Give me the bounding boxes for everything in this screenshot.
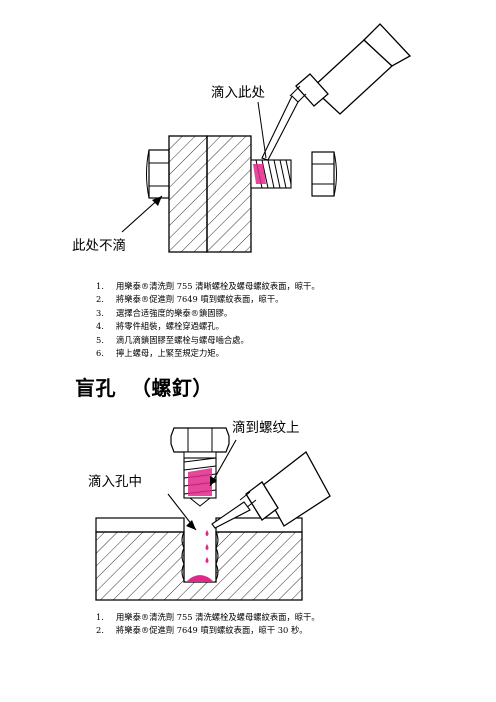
blind-hole-diagram: 滴到螺纹上 滴入孔中 xyxy=(88,419,331,601)
list-item: 4.將零件組裝，螺栓穿過螺孔。 xyxy=(96,321,224,332)
through-bolt-diagram: 滴入此处 此处不滴 xyxy=(72,23,412,254)
steps-list-2: 1.用樂泰®清洗劑 755 清洗螺栓及螺母螺紋表面，晾干。 2.將樂泰®促進劑 … xyxy=(96,611,320,638)
label-drop-in-hole: 滴入孔中 xyxy=(88,473,142,490)
list-item: 2.將樂泰®促進劑 7649 噴到螺紋表面，晾干。 xyxy=(96,294,284,305)
section-heading: 盲孔 （螺釘） xyxy=(75,376,213,400)
clamped-plates xyxy=(168,135,252,253)
adhesive-bottle-1 xyxy=(261,23,412,161)
list-item: 1.用樂泰®清洗劑 755 清洗螺栓及螺母螺紋表面，晾干。 xyxy=(96,612,320,622)
workpiece-blind-hole xyxy=(95,517,303,601)
list-item: 2.將樂泰®促進劑 7649 噴到螺紋表面，晾干 30 秒。 xyxy=(96,625,308,636)
bolt-head-1 xyxy=(146,149,170,199)
screw-head xyxy=(170,427,230,459)
label-drop-on-thread: 滴到螺纹上 xyxy=(232,419,300,436)
list-item: 5.滴几滴鎖固膠至螺栓与螺母嚙合處。 xyxy=(96,334,249,345)
label-drop-here: 滴入此处 xyxy=(211,84,265,101)
bolt-thread-1 xyxy=(250,159,292,189)
label-no-drop: 此处不滴 xyxy=(72,237,126,254)
list-item: 1.用樂泰®清洗劑 755 清晰螺栓及螺母螺紋表面，晾干。 xyxy=(96,281,320,291)
steps-list-1: 1.用樂泰®清洗劑 755 清晰螺栓及螺母螺紋表面，晾干。 2.將樂泰®促進劑 … xyxy=(96,280,320,360)
nut-1 xyxy=(311,151,337,197)
list-item: 6.擰上螺母，上緊至規定力矩。 xyxy=(96,348,224,359)
adhesive-drops xyxy=(205,530,209,563)
list-item: 3.選擇合适強度的樂泰®鎖固膠。 xyxy=(96,307,233,318)
adhesive-bottle-2 xyxy=(211,451,331,529)
